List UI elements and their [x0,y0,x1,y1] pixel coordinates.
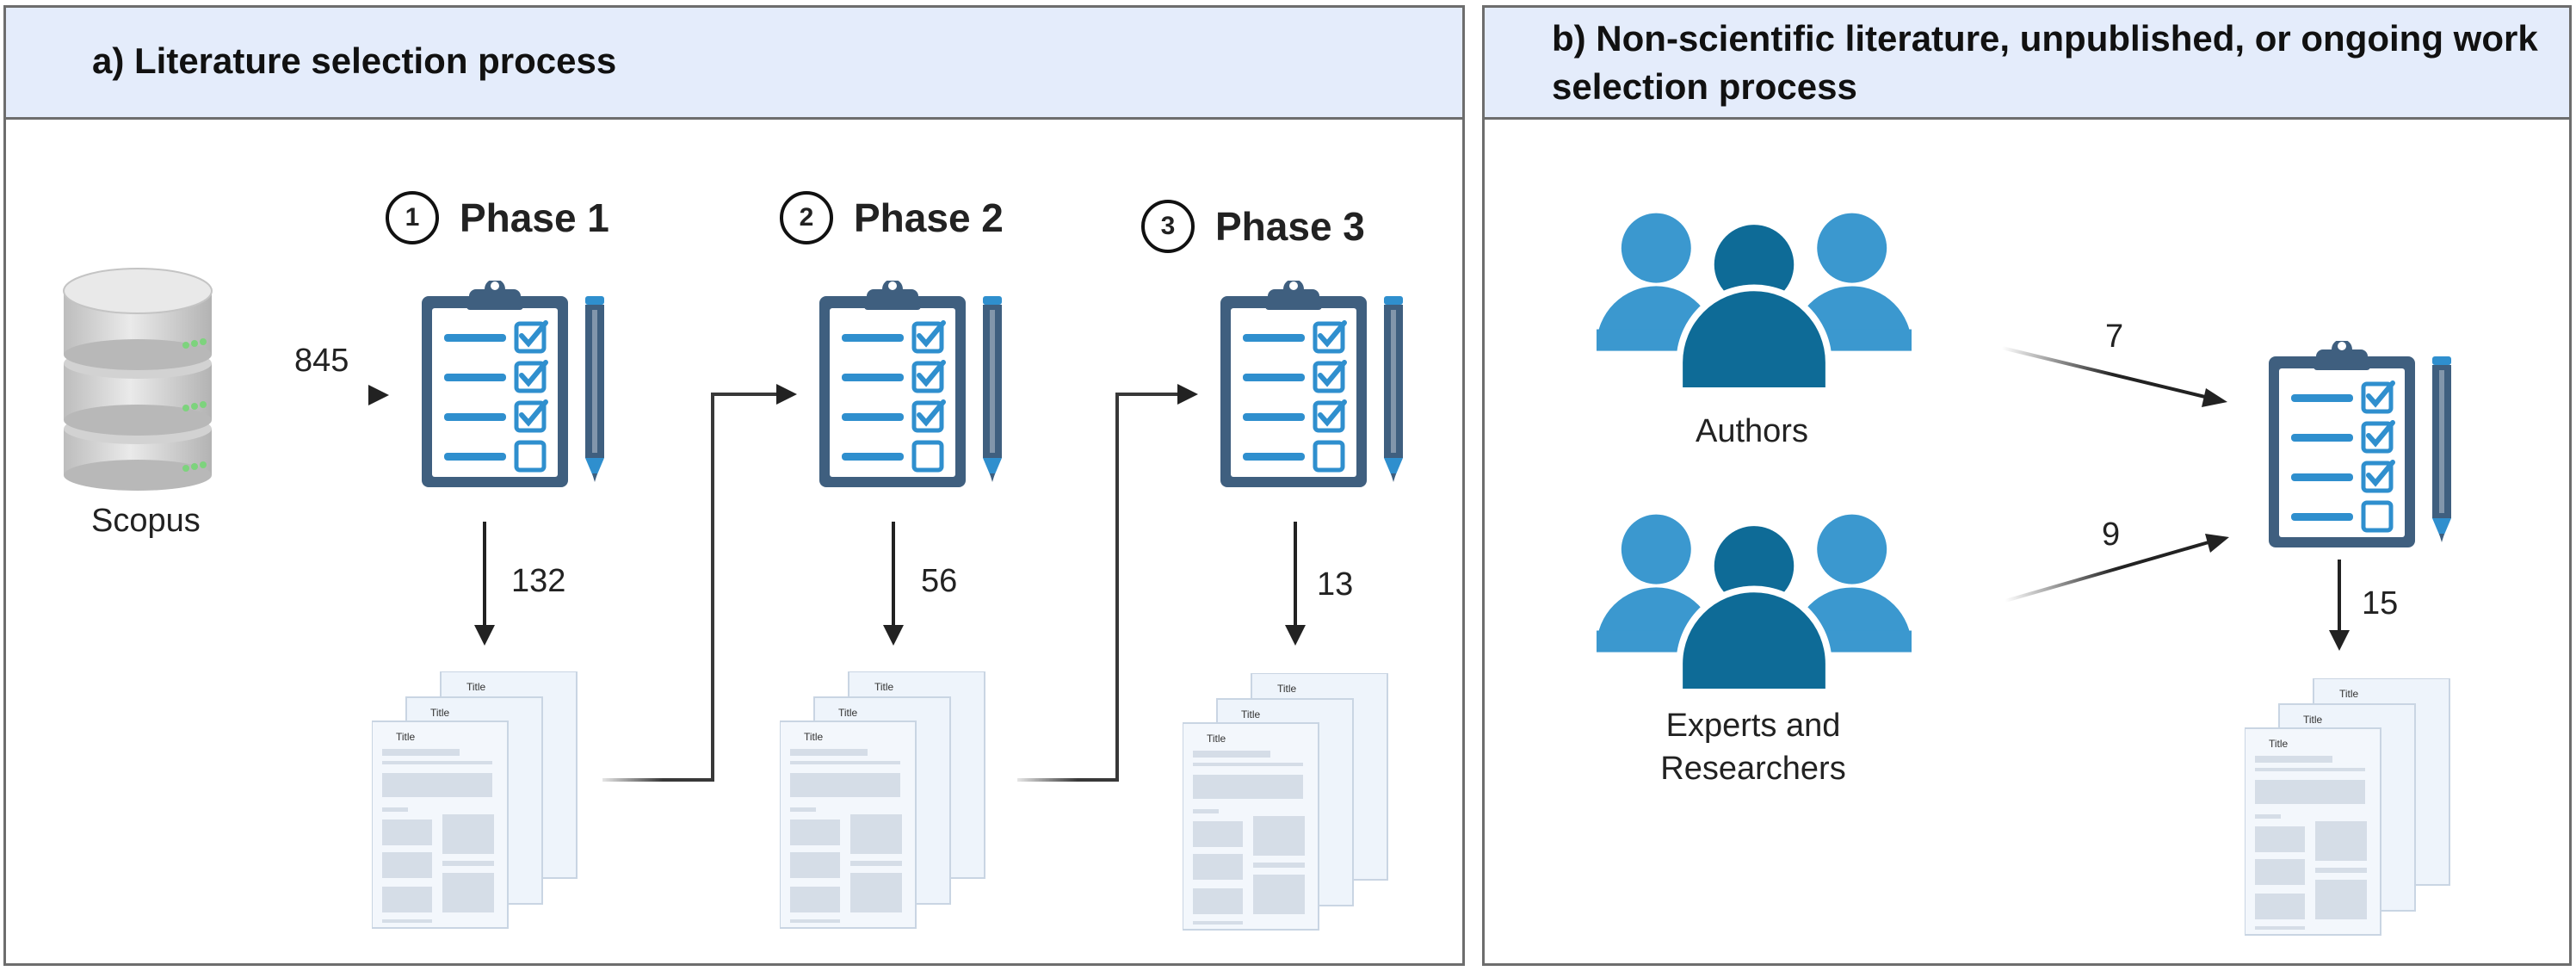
phase-1-label: Phase 1 [460,195,609,240]
count-after-phase3: 13 [1317,566,1354,603]
count-output: 15 [2362,585,2399,622]
database-icon [63,268,213,491]
count-input: 845 [294,343,349,379]
phase-2-header: 2 Phase 2 [780,191,1004,244]
count-after-phase1: 132 [511,563,566,599]
phase-1-number: 1 [386,191,439,244]
arrow-experts-to-clipboard [2005,541,2209,603]
count-from-authors: 7 [2105,319,2124,355]
panel-b-header: b) Non-scientific literature, unpublishe… [1485,8,2569,120]
count-after-phase2: 56 [921,563,958,599]
panel-b-title: b) Non-scientific literature, unpublishe… [1552,18,2538,107]
experts-label: Experts and Researchers [1660,708,1846,787]
panel-a-header: a) Literature selection process [6,8,1462,120]
count-from-experts: 9 [2102,516,2121,553]
scopus-label: Scopus [91,503,201,539]
fade-overlay [1009,771,1078,789]
phase-3-header: 3 Phase 3 [1141,200,1365,253]
phase-3-label: Phase 3 [1215,204,1365,249]
literature-selection-panel: a) Literature selection process [3,5,1465,966]
arrow-authors-to-clipboard [2001,346,2209,399]
panel-a-title: a) Literature selection process [92,40,617,81]
fade-overlay [594,771,663,789]
authors-label: Authors [1696,413,1808,449]
phase-3-number: 3 [1141,200,1195,253]
phase-2-label: Phase 2 [854,195,1004,240]
phase-1-header: 1 Phase 1 [386,191,609,244]
phase-2-number: 2 [780,191,833,244]
